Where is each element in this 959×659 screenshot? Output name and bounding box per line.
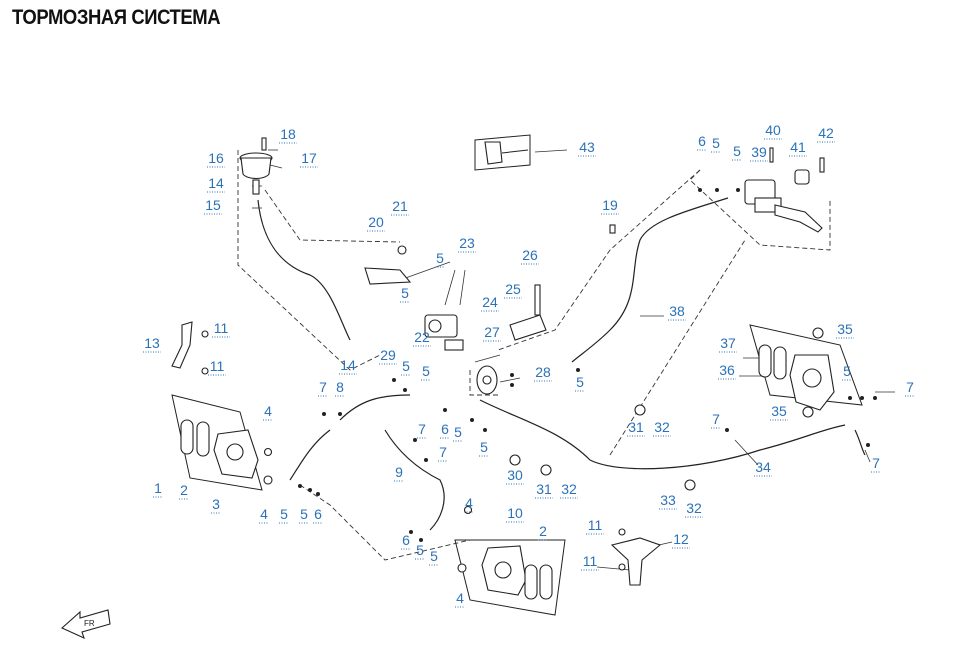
callout-31: 31: [628, 419, 644, 435]
callout-4: 4: [465, 495, 473, 511]
callout-11: 11: [583, 553, 598, 569]
callout-32: 32: [561, 481, 577, 497]
callout-2: 2: [180, 482, 188, 498]
callout-7: 7: [906, 379, 914, 395]
callout-14: 14: [340, 357, 356, 373]
callout-22: 22: [414, 329, 430, 345]
callout-9: 9: [395, 464, 403, 480]
callout-5: 5: [422, 363, 430, 379]
front-caliper-group: [749, 324, 863, 418]
callout-4: 4: [264, 403, 272, 419]
fittings: [298, 188, 877, 542]
callout-26: 26: [522, 247, 538, 263]
callout-28: 28: [535, 364, 551, 380]
callout-11: 11: [588, 517, 603, 533]
brake-reservoir-rear: [239, 137, 273, 195]
callout-5: 5: [454, 424, 462, 440]
callout-14: 14: [208, 175, 224, 191]
hose-bracket-bottom: [610, 528, 662, 586]
callout-32: 32: [654, 419, 670, 435]
callout-11: 11: [210, 358, 225, 374]
callout-5: 5: [430, 548, 438, 564]
callout-19: 19: [602, 197, 618, 213]
callout-5: 5: [280, 506, 288, 522]
rear-master-cylinder: [364, 245, 464, 351]
callout-27: 27: [484, 324, 500, 340]
bottom-caliper-group: [454, 505, 566, 616]
callout-12: 12: [673, 531, 689, 547]
callout-4: 4: [456, 590, 464, 606]
callout-34: 34: [755, 459, 771, 475]
callout-32: 32: [686, 500, 702, 516]
brake-distributor: [476, 365, 498, 395]
callout-7: 7: [418, 421, 426, 437]
brake-switch: [474, 134, 531, 171]
callout-6: 6: [314, 506, 322, 522]
callout-43: 43: [579, 139, 595, 155]
callout-23: 23: [459, 235, 475, 251]
svg-text:FR: FR: [84, 619, 95, 628]
clips: [509, 224, 696, 491]
hose-bracket-left: [171, 321, 209, 375]
callout-25: 25: [505, 281, 521, 297]
callout-20: 20: [368, 214, 384, 230]
callout-39: 39: [751, 144, 767, 160]
callout-40: 40: [765, 122, 781, 138]
callout-3: 3: [212, 496, 220, 512]
callout-16: 16: [208, 150, 224, 166]
callout-5: 5: [436, 250, 444, 266]
callout-18: 18: [280, 126, 296, 142]
callout-36: 36: [719, 362, 735, 378]
callout-24: 24: [482, 294, 498, 310]
callout-5: 5: [416, 542, 424, 558]
callout-6: 6: [402, 532, 410, 548]
left-caliper-group: [171, 394, 273, 491]
hoses: [257, 197, 866, 531]
callout-5: 5: [576, 374, 584, 390]
callout-7: 7: [439, 444, 447, 460]
callout-29: 29: [380, 347, 396, 363]
callout-21: 21: [392, 198, 408, 214]
group-outlines: [237, 150, 831, 561]
callout-35: 35: [771, 403, 787, 419]
callout-31: 31: [536, 481, 552, 497]
callout-37: 37: [720, 335, 736, 351]
callout-8: 8: [336, 379, 344, 395]
callout-5: 5: [300, 506, 308, 522]
front-direction-arrow: FR: [61, 609, 111, 640]
callout-13: 13: [144, 335, 160, 351]
callout-33: 33: [660, 492, 676, 508]
callout-41: 41: [790, 139, 806, 155]
callout-7: 7: [319, 379, 327, 395]
callout-6: 6: [698, 133, 706, 149]
callout-4: 4: [260, 506, 268, 522]
callout-5: 5: [402, 358, 410, 374]
front-master-cylinder: [744, 147, 825, 233]
callout-10: 10: [507, 505, 523, 521]
callout-5: 5: [843, 363, 851, 379]
brake-pedal-bracket: [509, 284, 547, 341]
page-title: ТОРМОЗНАЯ СИСТЕМА: [12, 6, 221, 29]
callout-5: 5: [480, 439, 488, 455]
callout-5: 5: [712, 135, 720, 151]
callout-35: 35: [837, 321, 853, 337]
callout-1: 1: [154, 480, 162, 496]
callout-30: 30: [507, 467, 523, 483]
callout-38: 38: [669, 303, 685, 319]
parts: FR: [61, 134, 877, 640]
callout-42: 42: [818, 125, 834, 141]
callout-5: 5: [733, 143, 741, 159]
callout-5: 5: [401, 285, 409, 301]
callout-7: 7: [712, 411, 720, 427]
callout-7: 7: [872, 455, 880, 471]
callout-17: 17: [301, 150, 317, 166]
callout-6: 6: [441, 421, 449, 437]
callout-15: 15: [205, 197, 221, 213]
callout-2: 2: [539, 523, 547, 539]
callout-11: 11: [214, 320, 229, 336]
